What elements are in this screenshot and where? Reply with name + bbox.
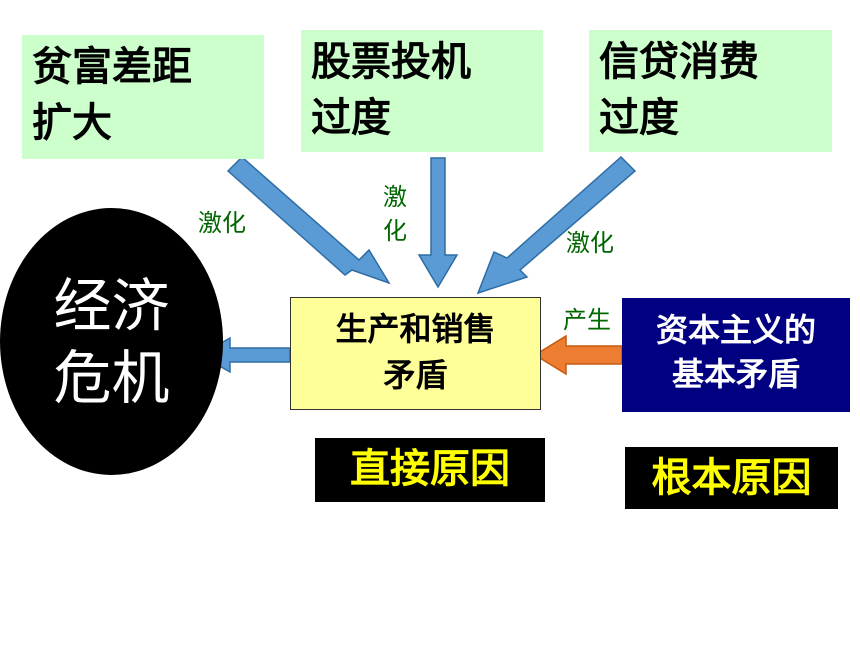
relation-intensify-char-2: 化 [383,217,407,245]
relation-intensify-char-1: 激 [383,183,407,211]
relation-produce-label: 产生 [563,306,611,334]
cause-stock-speculation-line-1: 股票投机 [311,39,471,85]
cause-credit-consumption: 信贷消费 过度 [589,30,832,152]
basic-contradiction-node: 资本主义的 基本矛盾 [622,298,850,412]
relation-intensify-label: 激化 [566,229,614,257]
orange-arrow-icon [533,334,623,376]
economic-crisis-line-1: 经济 [53,271,170,340]
cause-stock-speculation: 股票投机 过度 [301,30,543,152]
production-sales-contradiction-node: 生产和销售 矛盾 [290,297,541,410]
cause-wealth-gap-line-1: 贫富差距 [32,44,192,90]
cause-wealth-gap-line-2: 扩大 [32,100,112,146]
cause-wealth-gap: 贫富差距 扩大 [22,35,264,159]
cause-stock-speculation-line-2: 过度 [311,95,391,141]
relation-intensify-label-vertical: 激 化 [380,180,410,248]
cause-credit-consumption-line-1: 信贷消费 [599,39,759,85]
blue-arrow-icon [226,155,391,285]
cause-credit-consumption-line-2: 过度 [599,95,679,141]
basic-contradiction-line-1: 资本主义的 [655,311,816,349]
economic-crisis-line-2: 危机 [53,343,170,412]
contradiction-line-2: 矛盾 [383,356,448,394]
root-cause-label: 根本原因 [625,447,838,509]
relation-intensify-label: 激化 [198,209,246,237]
blue-arrow-icon [417,157,459,289]
blue-arrow-icon [476,155,637,295]
contradiction-line-1: 生产和销售 [335,310,496,348]
economic-crisis-node: 经济 危机 [0,208,223,475]
direct-cause-label: 直接原因 [315,438,545,502]
basic-contradiction-line-2: 基本矛盾 [671,355,800,393]
